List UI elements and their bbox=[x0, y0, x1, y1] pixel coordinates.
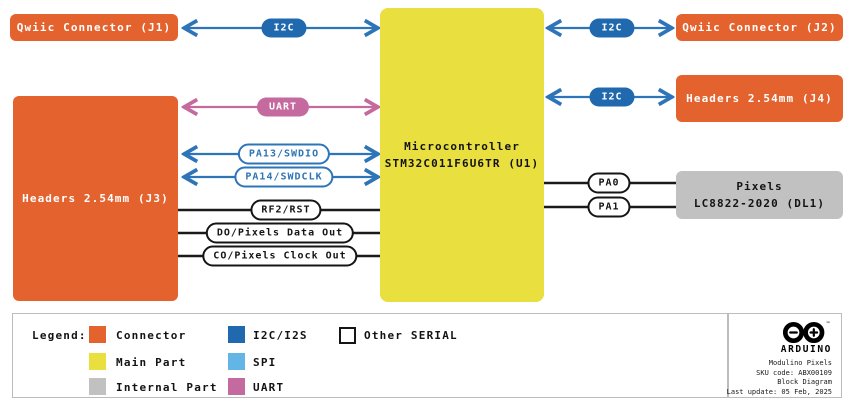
pa14-swdclk-label: PA14/SWDCLK bbox=[234, 166, 334, 188]
legend-label-i2c: I2C/I2S bbox=[253, 329, 308, 342]
block-qwiic-j2-label: Qwiic Connector (J2) bbox=[682, 20, 837, 34]
legend-label-other-serial: Other SERIAL bbox=[364, 329, 458, 342]
doc-type: Block Diagram bbox=[777, 378, 832, 386]
legend-swatch-uart bbox=[228, 378, 245, 395]
legend-box: Legend: Connector Main Part Internal Par… bbox=[12, 313, 842, 398]
product-name: Modulino Pixels bbox=[768, 359, 832, 367]
legend-title: Legend: bbox=[32, 329, 87, 342]
legend-swatch-other-serial bbox=[339, 327, 356, 344]
block-headers-j4: Headers 2.54mm (J4) bbox=[676, 75, 843, 122]
block-pixels-dl1: Pixels LC8822-2020 (DL1) bbox=[676, 171, 843, 219]
legend-label-internal-part: Internal Part bbox=[116, 381, 218, 394]
sku-code: SKU code: ABX00109 bbox=[756, 368, 832, 377]
legend-label-connector: Connector bbox=[116, 329, 187, 342]
document-info: Modulino Pixels SKU code: ABX00109 Block… bbox=[727, 359, 832, 397]
uart-bus-label: UART bbox=[256, 97, 310, 117]
brand-panel: ™ ARDUINO Modulino Pixels SKU code: ABX0… bbox=[727, 314, 839, 397]
pa0-label: PA0 bbox=[587, 172, 631, 194]
legend-swatch-spi bbox=[228, 353, 245, 370]
legend-divider bbox=[727, 314, 729, 397]
block-headers-j4-label: Headers 2.54mm (J4) bbox=[686, 91, 833, 105]
rf2-rst-label: RF2/RST bbox=[250, 199, 322, 221]
legend-swatch-i2c bbox=[228, 326, 245, 343]
pixels-title: Pixels bbox=[736, 179, 783, 193]
legend-label-main-part: Main Part bbox=[116, 356, 187, 369]
pixels-part-number: LC8822-2020 (DL1) bbox=[693, 197, 826, 210]
svg-text:™: ™ bbox=[826, 321, 829, 327]
microcontroller-title: Microcontroller bbox=[404, 139, 520, 153]
legend-swatch-main-part bbox=[89, 353, 106, 370]
block-microcontroller-u1: Microcontroller STM32C011F6U6TR (U1) bbox=[380, 8, 544, 302]
i2c-bus-label-j1: I2C bbox=[261, 18, 307, 38]
block-qwiic-j1-label: Qwiic Connector (J1) bbox=[16, 20, 172, 34]
arduino-logo-icon: ™ bbox=[782, 321, 830, 344]
legend-label-uart: UART bbox=[253, 381, 285, 394]
legend-label-spi: SPI bbox=[253, 356, 277, 369]
block-qwiic-j2: Qwiic Connector (J2) bbox=[676, 14, 843, 41]
pixels-clock-label: CO/Pixels Clock Out bbox=[202, 245, 358, 267]
last-update: Last update: 05 Feb, 2025 bbox=[726, 387, 832, 396]
pixels-data-label: DO/Pixels Data Out bbox=[205, 222, 355, 244]
pa13-swdio-label: PA13/SWDIO bbox=[237, 143, 331, 165]
legend-swatch-connector bbox=[89, 326, 106, 343]
i2c-bus-label-j2: I2C bbox=[589, 18, 635, 38]
arduino-brand-name: ARDUINO bbox=[780, 344, 832, 355]
microcontroller-part-number: STM32C011F6U6TR (U1) bbox=[384, 157, 540, 170]
pa1-label: PA1 bbox=[587, 196, 631, 218]
block-headers-j3-label: Headers 2.54mm (J3) bbox=[22, 191, 169, 205]
legend-swatch-internal-part bbox=[89, 378, 106, 395]
block-headers-j3: Headers 2.54mm (J3) bbox=[13, 96, 178, 301]
i2c-bus-label-j4: I2C bbox=[589, 87, 635, 107]
block-qwiic-j1: Qwiic Connector (J1) bbox=[10, 14, 178, 41]
